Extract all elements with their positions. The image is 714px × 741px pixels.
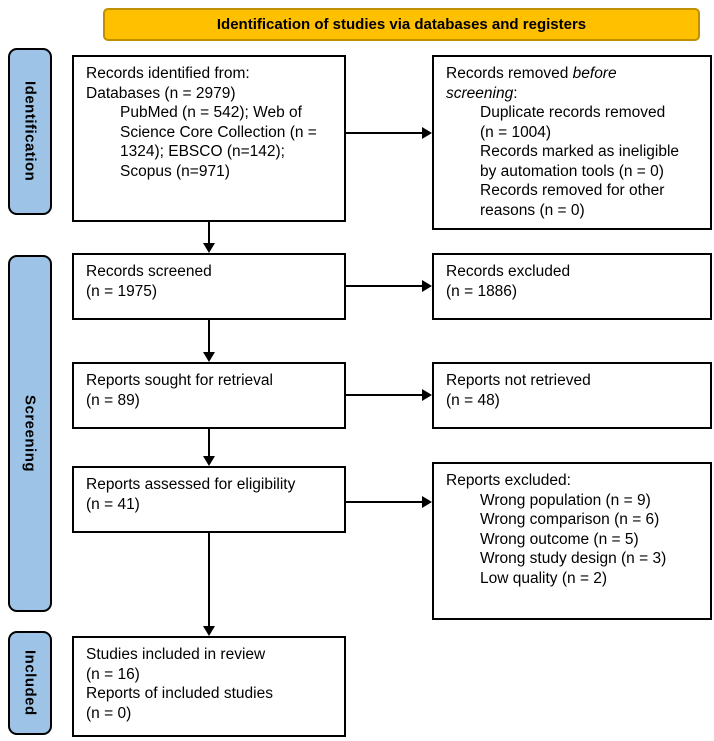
box-line: PubMed (n = 542); Web of (120, 104, 302, 122)
arrow-sought-to-assessed-icon (203, 429, 215, 466)
box-line: Records excluded (446, 263, 571, 280)
box-line: Wrong comparison (n = 6) (480, 511, 660, 529)
box-line: Studies included in review (86, 646, 266, 663)
arrow-identified-to-screened-icon (203, 222, 215, 253)
diagram-title-banner: Identification of studies via databases … (103, 8, 700, 41)
box-line: reasons (n = 0) (480, 201, 585, 219)
box-records-screened: Records screened (n = 1975) (72, 253, 346, 320)
box-line: (n = 48) (446, 391, 500, 409)
box-line: Reports excluded: (446, 472, 571, 489)
box-line: Databases (n = 2979) (86, 84, 236, 102)
arrow-screened-to-excluded-icon (346, 280, 432, 292)
box-line: Records screened (86, 263, 212, 280)
arrow-sought-to-notretrieved-icon (346, 389, 432, 401)
box-line: (n = 0) (86, 704, 132, 722)
arrow-identified-to-removed-icon (346, 127, 432, 139)
box-records-excluded: Records excluded (n = 1886) (432, 253, 712, 320)
box-reports-not-retrieved: Reports not retrieved (n = 48) (432, 362, 712, 429)
arrow-screened-to-sought-icon (203, 320, 215, 362)
box-line: Records removed for other (480, 182, 665, 200)
box-line: (n = 89) (86, 391, 140, 409)
box-line: Scopus (n=971) (120, 162, 230, 180)
box-line: Records removed before (446, 65, 617, 82)
box-line: Wrong population (n = 9) (480, 491, 651, 509)
box-line: (n = 41) (86, 495, 140, 513)
box-reports-sought: Reports sought for retrieval (n = 89) (72, 362, 346, 429)
box-line: Science Core Collection (n = (120, 123, 317, 141)
box-line: Wrong outcome (n = 5) (480, 530, 639, 548)
stage-label-text: Included (21, 650, 39, 716)
box-line: (n = 1004) (480, 123, 552, 141)
box-reports-excluded: Reports excluded: Wrong population (n = 9… (432, 462, 712, 620)
box-line: Wrong study design (n = 3) (480, 550, 667, 568)
stage-label-screening: Screening (8, 255, 52, 612)
box-line: (n = 16) (86, 665, 140, 683)
arrow-assessed-to-excluded-icon (346, 496, 432, 508)
box-records-identified: Records identified from: Databases (n = 2… (72, 55, 346, 222)
box-line: Reports assessed for eligibility (86, 476, 296, 493)
box-line: screening: (446, 84, 518, 102)
diagram-title: Identification of studies via databases … (216, 16, 587, 33)
box-line: 1324); EBSCO (n=142); (120, 143, 285, 161)
arrow-assessed-to-included-icon (203, 533, 215, 636)
stage-label-identification: Identification (8, 48, 52, 215)
box-line: Reports not retrieved (446, 372, 591, 389)
box-line: (n = 1975) (86, 282, 158, 300)
stage-label-text: Screening (21, 394, 39, 473)
stage-label-included: Included (8, 631, 52, 735)
box-line: Duplicate records removed (480, 104, 666, 122)
box-line: Low quality (n = 2) (480, 569, 608, 587)
box-reports-assessed: Reports assessed for eligibility (n = 41) (72, 466, 346, 533)
stage-label-text: Identification (21, 81, 39, 182)
box-line: Reports of included studies (86, 685, 273, 703)
box-studies-included: Studies included in review (n = 16) Report… (72, 636, 346, 737)
box-records-removed: Records removed before screening: Duplicat… (432, 55, 712, 230)
box-line: by automation tools (n = 0) (480, 162, 664, 180)
box-line: (n = 1886) (446, 282, 518, 300)
box-line: Reports sought for retrieval (86, 372, 273, 389)
box-line: Records identified from: (86, 65, 250, 82)
box-line: Records marked as ineligible (480, 143, 680, 161)
